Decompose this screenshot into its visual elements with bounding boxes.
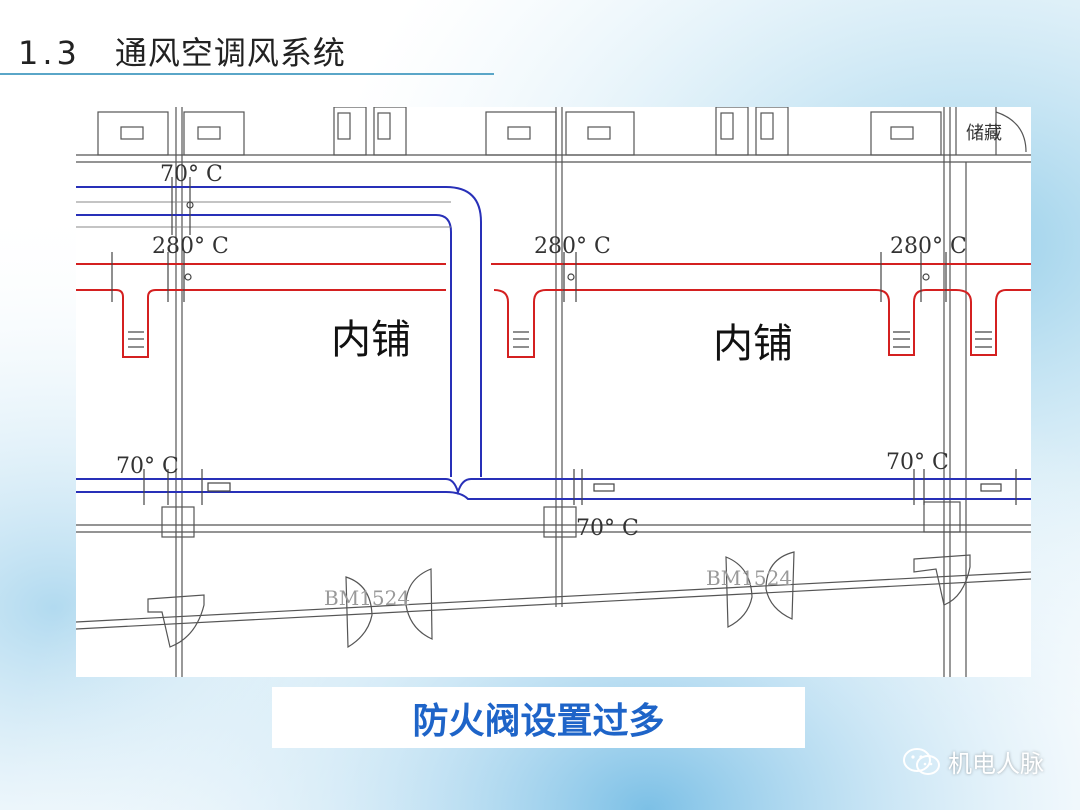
room-label: 内铺 — [331, 317, 411, 363]
supply-ducts — [76, 186, 1031, 500]
caption-text: 防火阀设置过多 — [412, 700, 665, 742]
fire-dampers — [111, 177, 1017, 505]
structure-lines — [76, 107, 1031, 677]
door-tag: BM1524 — [324, 586, 410, 610]
section-number: 1.3 — [18, 34, 81, 72]
slide-title: 1.3 通风空调风系统 — [18, 28, 346, 74]
watermark: 机电人脉 — [902, 744, 1044, 779]
temp-label: 70° C — [576, 516, 639, 541]
temp-label: 70° C — [160, 162, 223, 187]
watermark-text: 机电人脉 — [948, 750, 1044, 778]
cad-drawing: 70° C 280° C 280° C 280° C 70° C 70° C 7… — [76, 107, 1031, 677]
temp-label: 280° C — [890, 234, 967, 259]
room-tag-storage: 储藏 — [966, 123, 1002, 144]
temp-label: 280° C — [534, 234, 611, 259]
section-title: 通风空调风系统 — [114, 34, 346, 72]
temp-label: 70° C — [886, 450, 949, 475]
exhaust-ducts — [76, 263, 1031, 358]
title-underline — [0, 73, 494, 75]
room-label: 内铺 — [713, 321, 793, 367]
caption-box: 防火阀设置过多 — [272, 687, 805, 748]
wechat-icon — [903, 747, 940, 775]
temp-label: 70° C — [116, 454, 179, 479]
door-tag: BM1524 — [706, 566, 792, 590]
temp-label: 280° C — [152, 234, 229, 259]
